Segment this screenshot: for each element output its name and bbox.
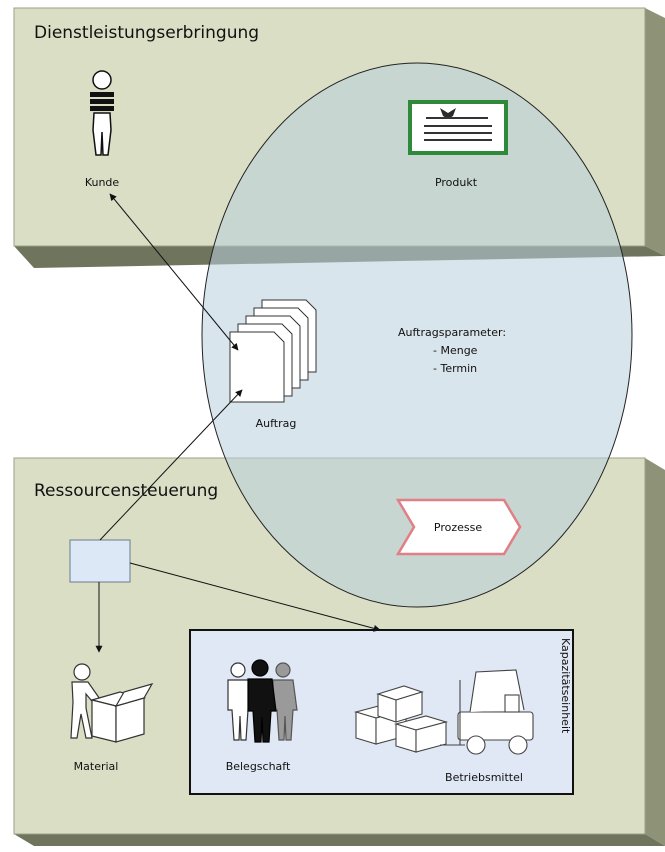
bottom-panel-bottom xyxy=(14,834,665,846)
kunde-label: Kunde xyxy=(85,176,120,189)
auftrag-documents-icon xyxy=(229,299,317,403)
arrow-box-capacity xyxy=(129,562,381,632)
resource-control-box xyxy=(69,539,131,583)
order-parameter-menge: - Menge xyxy=(433,344,478,357)
belegschaft-people-icon xyxy=(227,659,298,743)
order-parameter-termin: - Termin xyxy=(433,362,477,375)
produkt-label: Produkt xyxy=(435,176,478,189)
betriebsmittel-label: Betriebsmittel xyxy=(445,771,523,784)
prozesse-label: Prozesse xyxy=(434,521,482,534)
kunde-figure-icon xyxy=(90,70,114,156)
top-panel-title: Dienstleistungserbringung xyxy=(34,23,259,43)
prozesse-chevron xyxy=(395,498,522,556)
bottom-panel-title: Ressourcensteuerung xyxy=(34,481,218,501)
material-label: Material xyxy=(74,760,119,773)
kapazitaet-label: Kapazitätseinheit xyxy=(559,638,572,734)
material-worker-icon xyxy=(70,663,154,743)
order-parameters-heading: Auftragsparameter: xyxy=(398,326,506,339)
arrow-kunde-auftrag xyxy=(109,193,239,351)
bottom-panel-side xyxy=(645,458,665,846)
belegschaft-label: Belegschaft xyxy=(226,760,291,773)
produkt-certificate-icon xyxy=(408,100,508,155)
top-panel-side xyxy=(645,8,665,256)
betriebsmittel-forklift-icon xyxy=(353,669,534,755)
arrow-box-auftrag xyxy=(99,389,243,541)
auftrag-label: Auftrag xyxy=(256,417,297,430)
